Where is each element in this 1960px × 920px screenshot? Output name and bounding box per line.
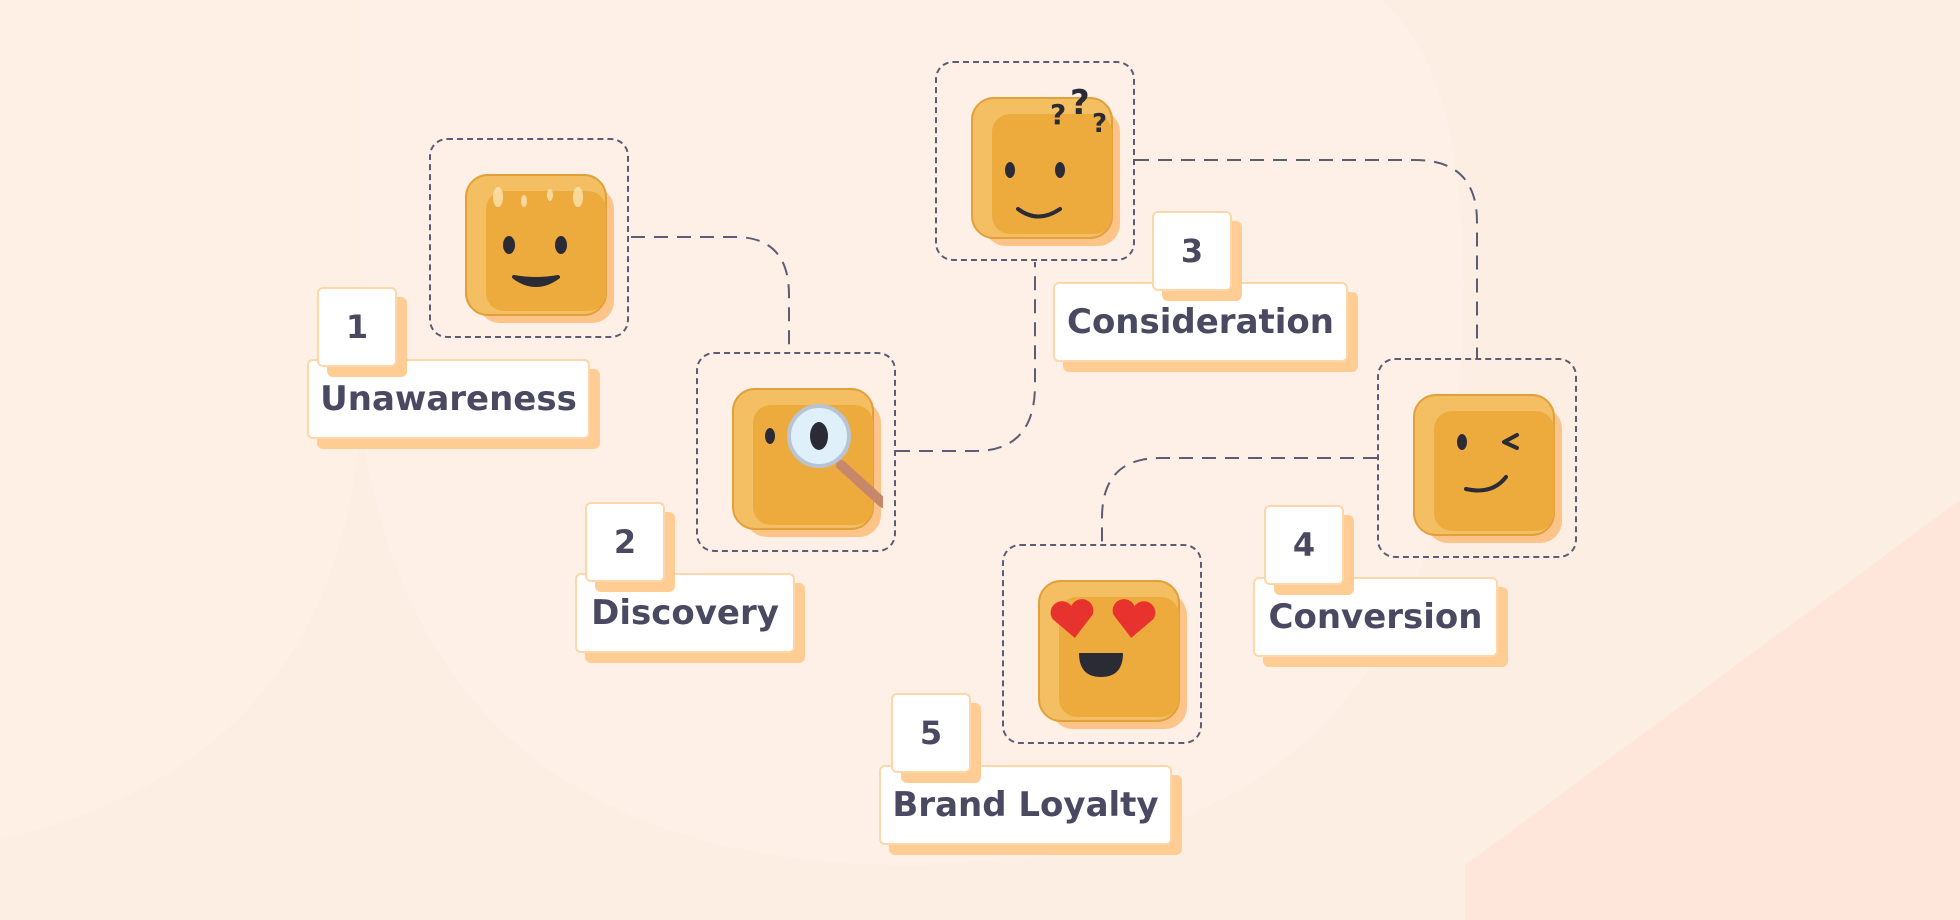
stage-2-number-badge: 2: [585, 502, 675, 592]
stage-3-number: 3: [1152, 211, 1232, 291]
smile-face-icon: [456, 165, 616, 325]
stage-5-number: 5: [891, 693, 971, 773]
connector-4-5: [1101, 457, 1377, 544]
connector-2-3: [896, 262, 1036, 452]
heart-eyes-face-icon: [1029, 571, 1189, 731]
magnifier-face-icon: [723, 379, 883, 539]
stage-1-number: 1: [317, 287, 397, 367]
stage-4-number-badge: 4: [1264, 505, 1354, 595]
stage-4-label: Conversion: [1253, 577, 1508, 667]
stage-3-face-frame: ? ? ?: [935, 61, 1135, 261]
svg-text:?: ?: [1092, 109, 1107, 139]
connector-3-4: [1135, 159, 1478, 358]
stage-4-number: 4: [1264, 505, 1344, 585]
wink-face-icon: [1404, 385, 1564, 545]
svg-text:?: ?: [1070, 88, 1090, 123]
stage-2-label: Discovery: [575, 573, 805, 663]
stage-4-face-frame: [1377, 358, 1577, 558]
connector-1-2: [631, 236, 790, 352]
confused-face-icon: ? ? ?: [962, 88, 1122, 248]
stage-1-name: Unawareness: [307, 359, 590, 439]
stage-1-face-frame: [429, 138, 629, 338]
stage-5-face-frame: [1002, 544, 1202, 744]
stage-2-number: 2: [585, 502, 665, 582]
stage-5-number-badge: 5: [891, 693, 981, 783]
stage-4-name: Conversion: [1253, 577, 1498, 657]
svg-text:?: ?: [1050, 98, 1066, 131]
stage-2-face-frame: [696, 352, 896, 552]
stage-1-label: Unawareness: [307, 359, 600, 449]
stage-1-number-badge: 1: [317, 287, 407, 377]
stage-3-number-badge: 3: [1152, 211, 1242, 301]
stage-2-name: Discovery: [575, 573, 795, 653]
